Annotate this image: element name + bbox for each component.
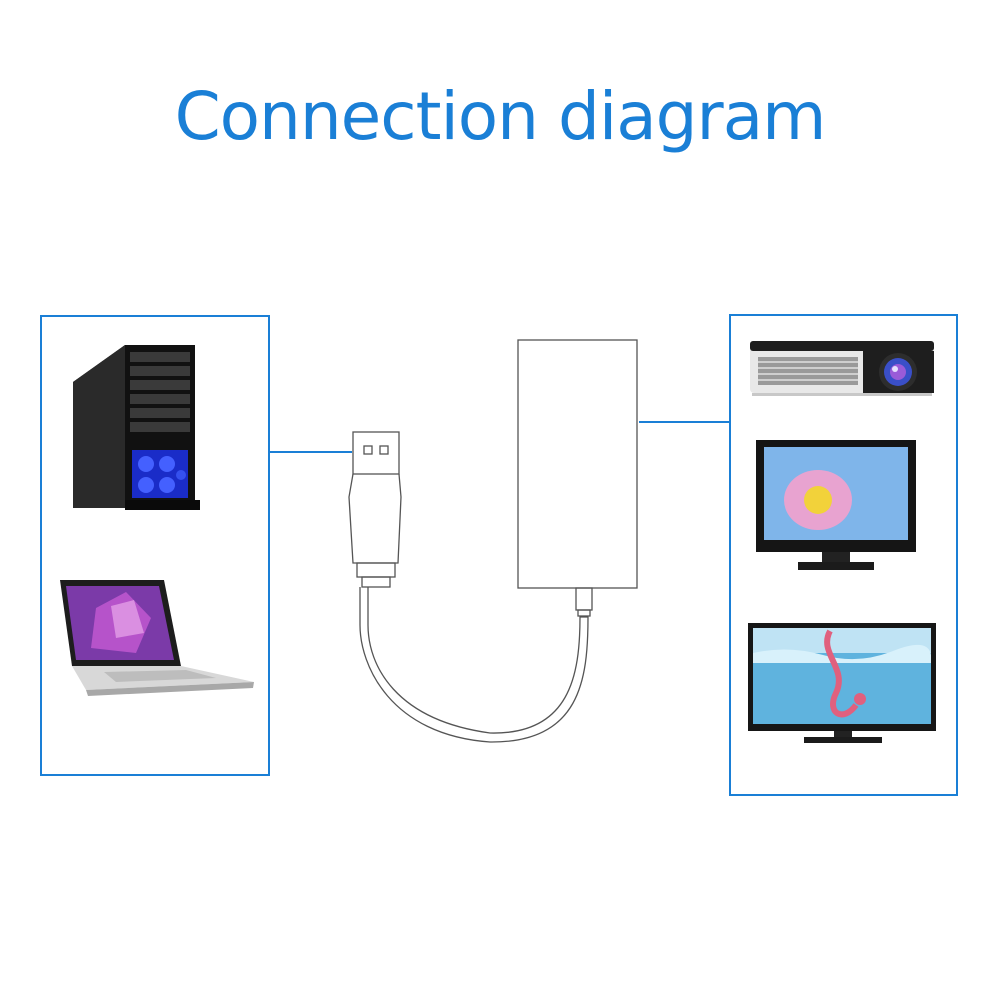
adapter-body-icon (517, 339, 638, 589)
output-connector-line (639, 421, 729, 423)
diagram-title: Connection diagram (174, 78, 827, 155)
projector-icon (750, 341, 934, 396)
output-devices-frame (729, 314, 958, 796)
source-connector-line (270, 451, 352, 453)
monitor-icon (756, 440, 916, 570)
laptop-icon (60, 580, 254, 696)
tv-icon (748, 623, 936, 743)
source-devices-frame (40, 315, 270, 776)
cable-icon (359, 587, 589, 743)
usb-adapter-icon (348, 339, 638, 743)
adapter-stub-icon (575, 587, 593, 617)
desktop-pc-icon (73, 345, 200, 510)
usb-plug-icon (348, 431, 402, 588)
